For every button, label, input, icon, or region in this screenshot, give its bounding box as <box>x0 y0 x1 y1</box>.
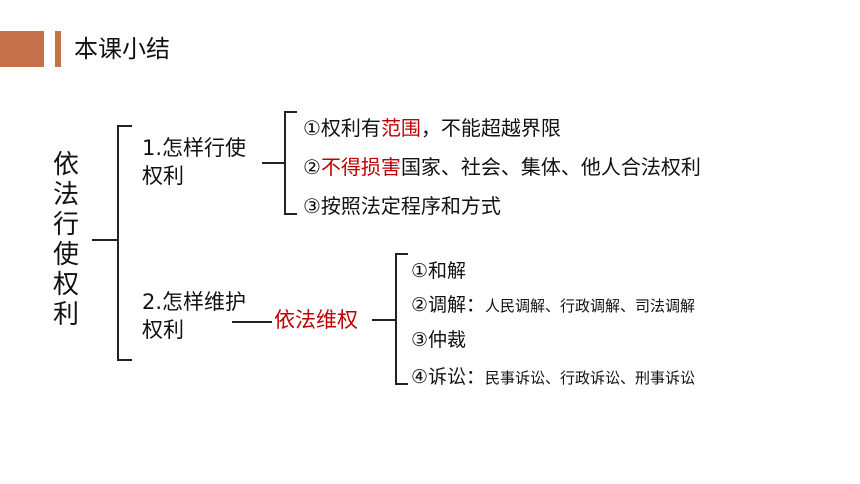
branch1-bracket <box>284 111 297 215</box>
branch2-item-2: ②调解：人民调解、行政调解、司法调解 <box>411 290 695 317</box>
branch1-item-3: ③按照法定程序和方式 <box>303 190 501 219</box>
root-char: 依 <box>52 150 79 180</box>
branch2-method: 依法维权 <box>274 308 358 332</box>
branch2-item-4: ④诉讼：民事诉讼、行政诉讼、刑事诉讼 <box>411 362 695 389</box>
item-label: ①和解 <box>411 260 467 282</box>
root-char: 权 <box>52 270 79 300</box>
branch2-item-1: ①和解 <box>411 256 466 283</box>
item-highlight: 不得损害 <box>320 155 401 179</box>
root-char: 法 <box>52 180 79 210</box>
branch2-bracket <box>395 253 408 385</box>
branch1-title: 1.怎样行使 权利 <box>142 134 246 190</box>
item-detail: 民事诉讼、行政诉讼、刑事诉讼 <box>485 369 696 387</box>
item-highlight: 范围 <box>380 116 421 140</box>
branch1-item-1: ①权利有范围，不能超越界限 <box>303 112 561 141</box>
branch2-title-line1: 2.怎样维护 <box>142 290 247 314</box>
item-text: 国家、社会、集体、他人合法权利 <box>400 155 701 179</box>
root-node: 依 法 行 使 权 利 <box>52 150 80 330</box>
item-text: ①权利有 <box>303 116 381 140</box>
item-label: ④诉讼： <box>411 366 486 388</box>
branch1-item-2: ②不得损害国家、社会、集体、他人合法权利 <box>303 151 701 180</box>
item-text: ② <box>303 155 321 179</box>
root-char: 行 <box>52 210 79 240</box>
page-title: 本课小结 <box>74 35 170 63</box>
main-bracket <box>117 125 132 361</box>
root-char: 利 <box>52 300 79 330</box>
item-text: ③按照法定程序和方式 <box>303 194 501 218</box>
branch2-title: 2.怎样维护 权利 <box>142 288 246 344</box>
branch1-title-line1: 1.怎样行使 <box>142 136 247 160</box>
branch2-item-3: ③仲裁 <box>411 325 466 352</box>
branch1-title-line2: 权利 <box>142 164 184 188</box>
item-label: ②调解： <box>411 294 486 316</box>
item-detail: 人民调解、行政调解、司法调解 <box>485 297 696 315</box>
item-text: ，不能超越界限 <box>420 116 561 140</box>
header-accent-bar <box>55 31 61 67</box>
item-label: ③仲裁 <box>411 329 467 351</box>
header-accent-block <box>0 31 44 67</box>
branch2-title-line2: 权利 <box>142 318 184 342</box>
root-char: 使 <box>52 240 79 270</box>
